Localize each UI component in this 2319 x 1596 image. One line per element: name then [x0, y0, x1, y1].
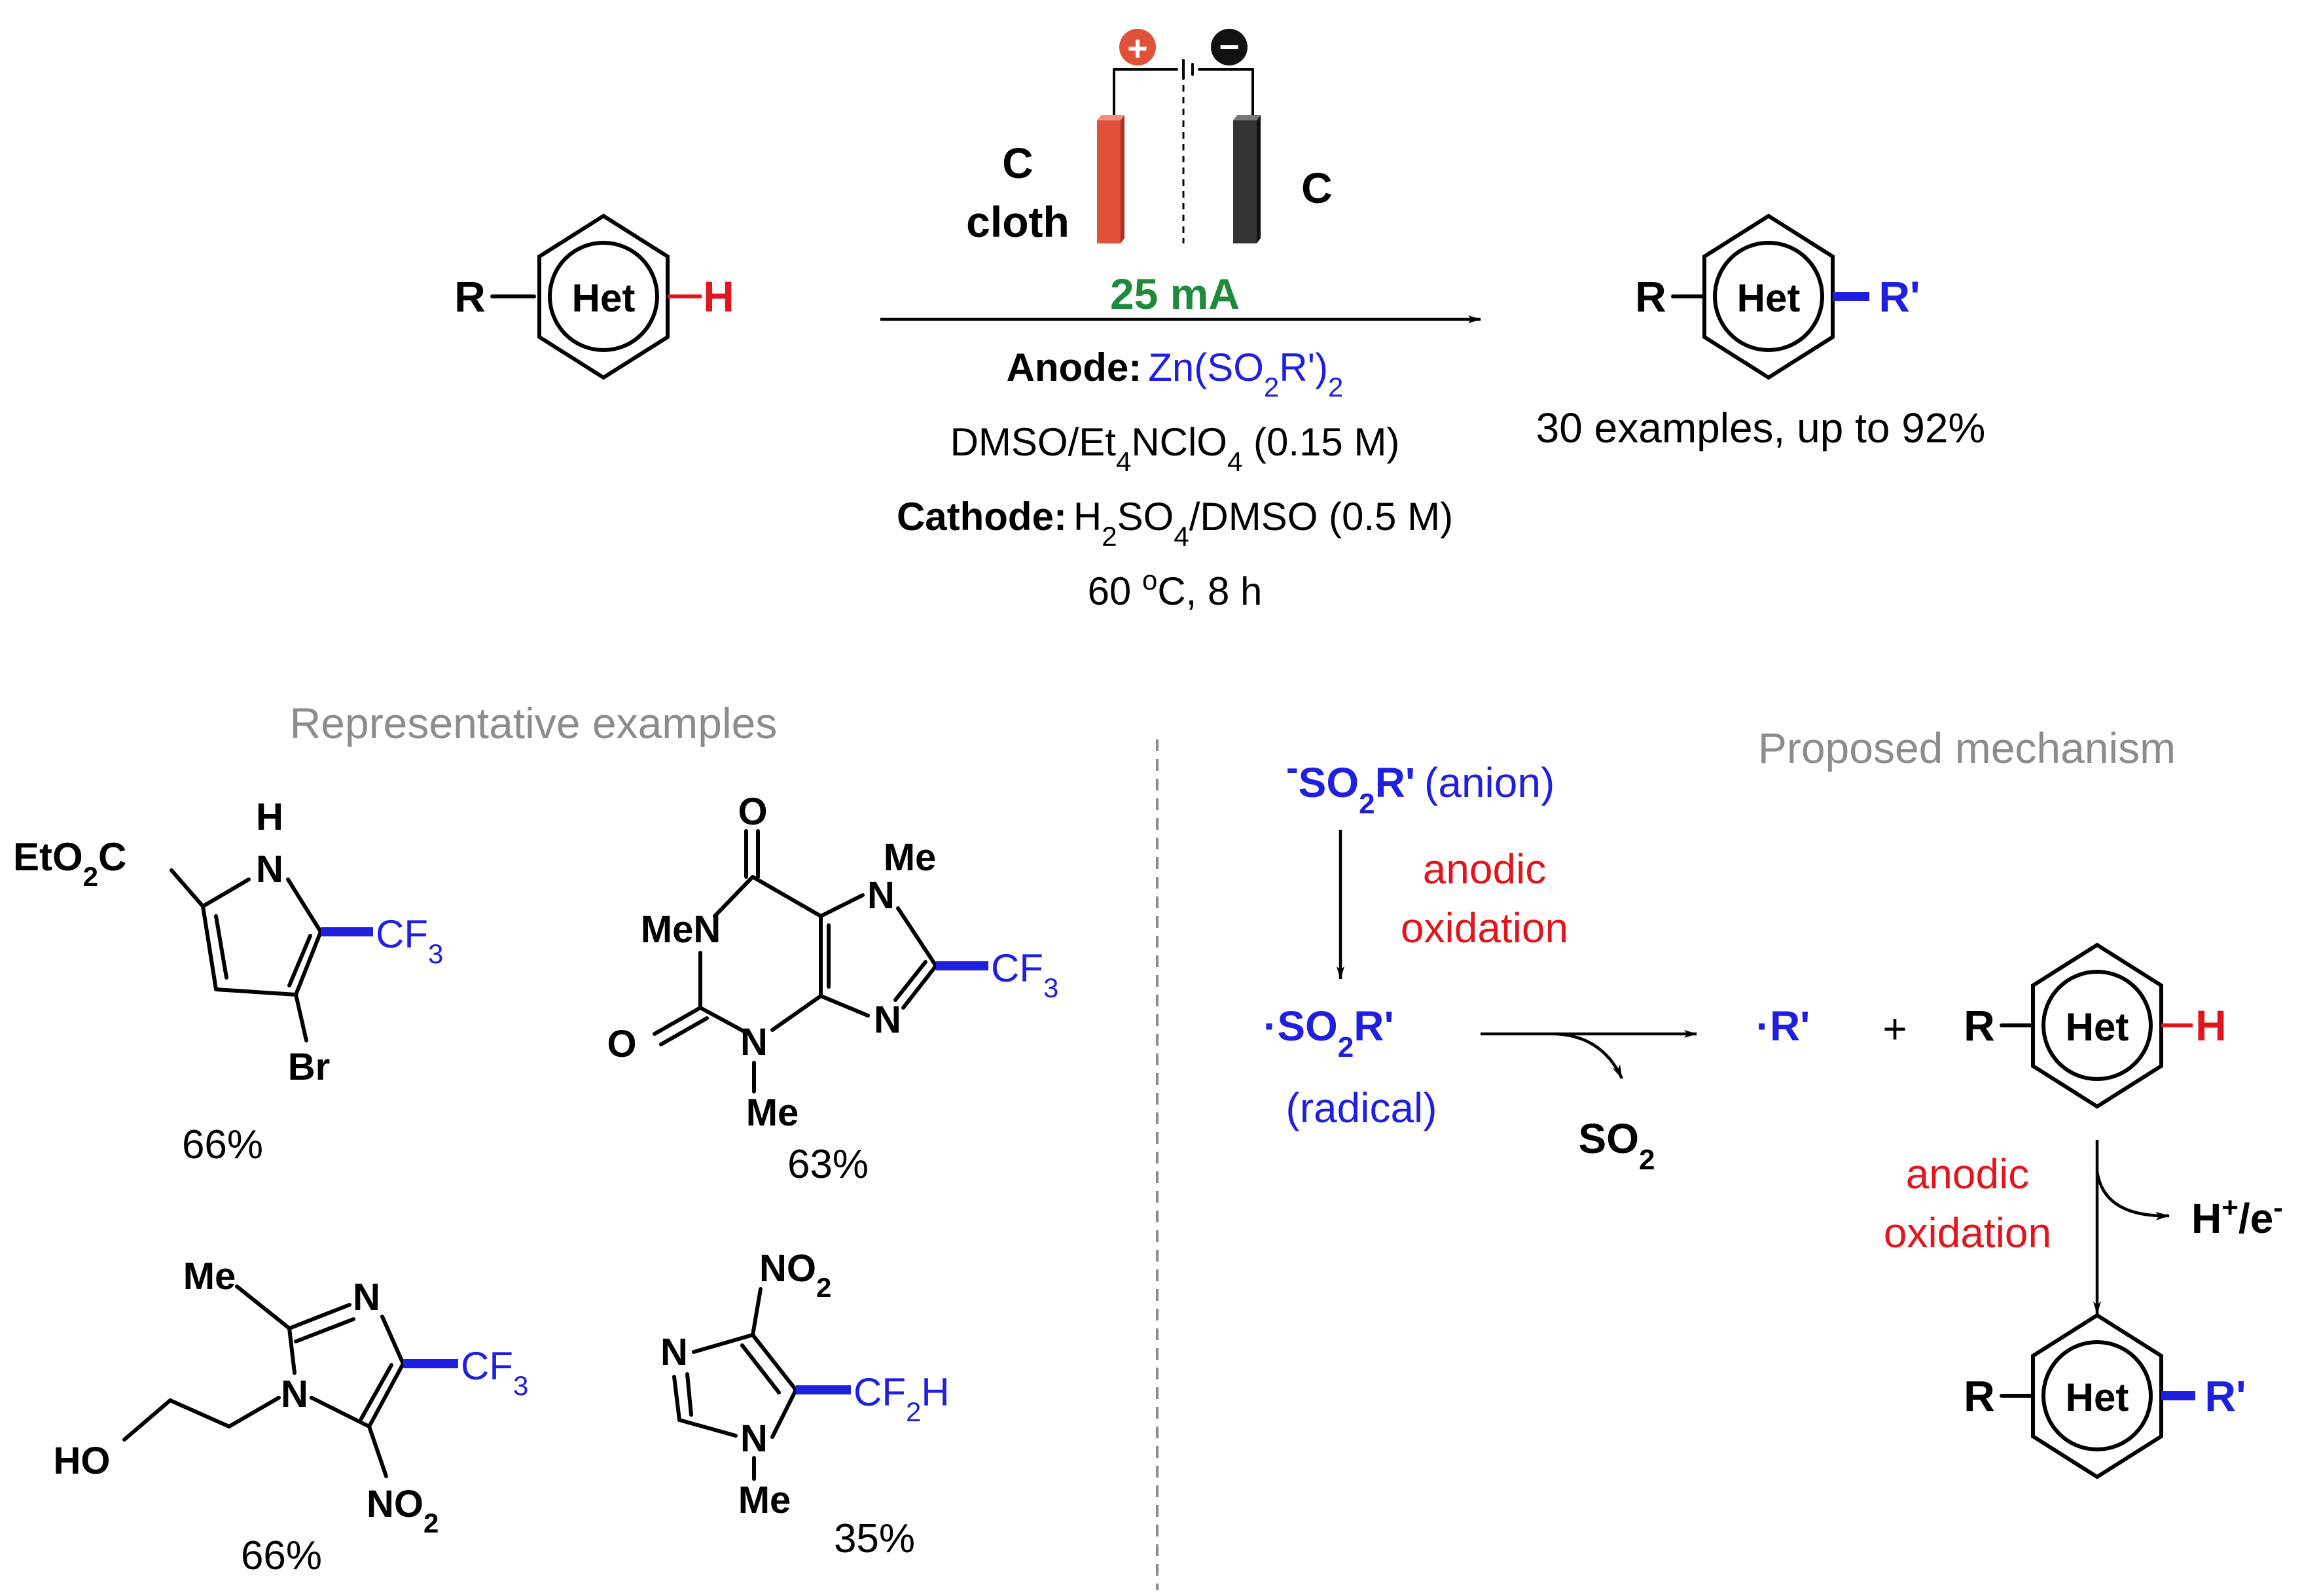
- svg-text:Het: Het: [2066, 1375, 2129, 1419]
- svg-text:NO2: NO2: [367, 1483, 439, 1538]
- svg-text:Me: Me: [746, 1091, 799, 1134]
- svg-text:oxidation: oxidation: [1401, 904, 1568, 951]
- current-label: 25 mA: [1110, 270, 1240, 318]
- svg-text:R': R': [2204, 1372, 2246, 1420]
- svg-text:N: N: [740, 1417, 768, 1460]
- example-pyrrole: EtO2C H N Br CF3 66%: [13, 796, 443, 1167]
- svg-text:N: N: [281, 1373, 308, 1415]
- anode-electrode: [1097, 115, 1124, 120]
- svg-text:N: N: [353, 1276, 380, 1319]
- example-xanthine: O MeN N O Me N Me N CF3 63%: [607, 790, 1058, 1187]
- svg-text:Me: Me: [738, 1479, 791, 1521]
- temperature-time: 60 oC, 8 h: [1088, 565, 1263, 614]
- proton-electron-label: H+/e-: [2191, 1192, 2283, 1243]
- so2-loss-curved-arrow: [1556, 1032, 1624, 1079]
- svg-text:anodic: anodic: [1423, 845, 1547, 893]
- svg-text:H: H: [2195, 1001, 2227, 1050]
- anode-conditions: Anode:Zn(SO2R')2: [1007, 346, 1344, 402]
- svg-text:HO: HO: [54, 1440, 111, 1482]
- example-nitroimidazole: Me N N CF3 NO2 HO 66%: [54, 1255, 529, 1578]
- ester-label: EtO2C: [13, 835, 126, 892]
- electrochemical-cell: + − C cloth C 25 mA: [966, 27, 1333, 318]
- yield-xanthine: 63%: [787, 1142, 869, 1187]
- yield-pyrrole: 66%: [182, 1122, 263, 1167]
- product-het-label: Het: [1737, 276, 1801, 320]
- product-heteroarene: R Het R' 30 examples, up to 92%: [1536, 213, 1986, 452]
- yield-nitroimidazole: 66%: [241, 1533, 322, 1578]
- svg-text:NO2: NO2: [759, 1247, 831, 1303]
- reactant-heteroarene: R Het H: [454, 213, 734, 380]
- product-r-label: R: [1635, 272, 1666, 321]
- cf3-label: CF3: [991, 946, 1058, 1003]
- svg-text:N: N: [660, 1331, 688, 1374]
- plus-sign: +: [1882, 1005, 1907, 1052]
- mechanism-product: R Het R': [1964, 1313, 2246, 1480]
- svg-text:oxidation: oxidation: [1884, 1209, 2051, 1256]
- reactant-h-label: H: [703, 272, 734, 321]
- svg-text:anodic: anodic: [1906, 1150, 2030, 1197]
- product-summary: 30 examples, up to 92%: [1536, 404, 1986, 452]
- svg-text:O: O: [738, 790, 767, 833]
- svg-text:R: R: [1964, 1001, 1995, 1050]
- svg-text:O: O: [607, 1023, 636, 1065]
- svg-text:(radical): (radical): [1285, 1084, 1437, 1131]
- cf2h-label: CF2H: [854, 1370, 950, 1427]
- so2-label: SO2: [1579, 1115, 1655, 1176]
- negative-terminal-icon: [1211, 29, 1248, 65]
- r-radical: ·R': [1756, 1002, 1810, 1050]
- cathode-conditions: Cathode:H2SO4/DMSO (0.5 M): [897, 495, 1453, 552]
- mechanism-substrate: R Het H: [1964, 942, 2227, 1109]
- anode-material-label: C: [1002, 139, 1034, 187]
- reactant-ring: [537, 213, 670, 380]
- svg-text:−: −: [1219, 27, 1240, 67]
- svg-text:+: +: [1127, 29, 1148, 68]
- sulfinate-anion: -SO2R'(anion): [1286, 747, 1555, 820]
- examples-heading: Representative examples: [290, 699, 778, 747]
- svg-text:Me: Me: [884, 836, 937, 879]
- positive-terminal-icon: [1119, 29, 1156, 65]
- svg-text:N: N: [874, 999, 901, 1041]
- svg-text:N: N: [256, 848, 283, 891]
- product-rprime-label: R': [1879, 272, 1920, 321]
- svg-text:R: R: [1964, 1372, 1995, 1420]
- yield-difluoromethylimidazole: 35%: [834, 1516, 915, 1561]
- reactant-het-label: Het: [572, 276, 636, 320]
- cathode-material-label: C: [1301, 164, 1333, 212]
- cf3-label: CF3: [461, 1344, 528, 1401]
- svg-text:N: N: [867, 874, 895, 917]
- svg-text:N: N: [740, 1021, 768, 1063]
- product-ring: [1702, 213, 1835, 380]
- mechanism: -SO2R'(anion) anodic oxidation ·SO2R' (r…: [1263, 747, 2283, 1480]
- svg-text:Me: Me: [183, 1255, 236, 1298]
- svg-text:MeN: MeN: [641, 908, 721, 951]
- example-difluoromethylimidazole: NO2 N N Me CF2H 35%: [660, 1247, 950, 1561]
- solvent-conditions: DMSO/Et4NClO4 (0.15 M): [950, 420, 1400, 477]
- svg-text:Het: Het: [2066, 1005, 2129, 1049]
- svg-text:Br: Br: [288, 1046, 330, 1088]
- cathode-electrode: [1233, 115, 1261, 120]
- svg-text:H: H: [256, 796, 283, 838]
- anode-material-label-2: cloth: [966, 198, 1070, 246]
- mechanism-heading: Proposed mechanism: [1758, 724, 2176, 772]
- cf3-label: CF3: [376, 912, 443, 969]
- sulfonyl-radical: ·SO2R': [1263, 1002, 1394, 1063]
- proton-loss-curved-arrow: [2095, 1171, 2170, 1220]
- reaction-conditions: Anode:Zn(SO2R')2 DMSO/Et4NClO4 (0.15 M) …: [897, 346, 1453, 613]
- reactant-r-label: R: [454, 272, 486, 321]
